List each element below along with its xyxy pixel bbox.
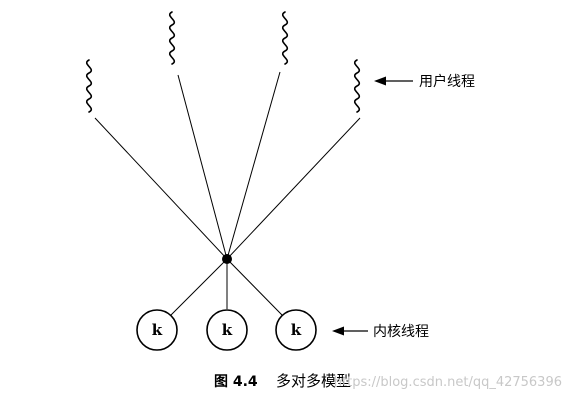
caption-title: 多对多模型 (276, 372, 351, 390)
watermark: https://blog.csdn.net/qq_42756396 (334, 375, 562, 390)
user-thread-2 (168, 11, 176, 65)
kernel-thread-label: k (222, 321, 233, 339)
user-thread-1 (85, 59, 93, 113)
user-line-2 (177, 74, 228, 260)
arrow-head-icon (332, 326, 344, 336)
kernel-thread-2: k (206, 309, 248, 351)
kernel-line-1 (169, 258, 228, 317)
user-line-3 (226, 71, 281, 260)
kernel-connections (169, 258, 283, 317)
kernel-thread-label: 内核线程 (373, 324, 429, 340)
multiplexer-point (222, 254, 232, 264)
caption-number: 图 4.4 (214, 374, 258, 390)
kernel-threads: k k k (136, 309, 317, 351)
kernel-thread-1: k (136, 309, 178, 351)
kernel-thread-label: k (291, 321, 302, 339)
user-thread-label: 用户线程 (419, 73, 475, 90)
figure-caption: 图 4.4 多对多模型 (214, 372, 351, 390)
user-threads (85, 11, 361, 113)
user-thread-4 (353, 59, 361, 113)
user-line-4 (226, 117, 361, 260)
user-thread-annotation: 用户线程 (374, 73, 475, 90)
user-thread-3 (281, 11, 289, 65)
user-line-1 (94, 117, 228, 260)
kernel-thread-label: k (152, 321, 163, 339)
arrow-head-icon (374, 76, 386, 86)
kernel-thread-annotation: 内核线程 (332, 324, 429, 340)
kernel-line-3 (226, 258, 283, 316)
kernel-thread-3: k (275, 309, 317, 351)
user-connections (94, 71, 361, 260)
